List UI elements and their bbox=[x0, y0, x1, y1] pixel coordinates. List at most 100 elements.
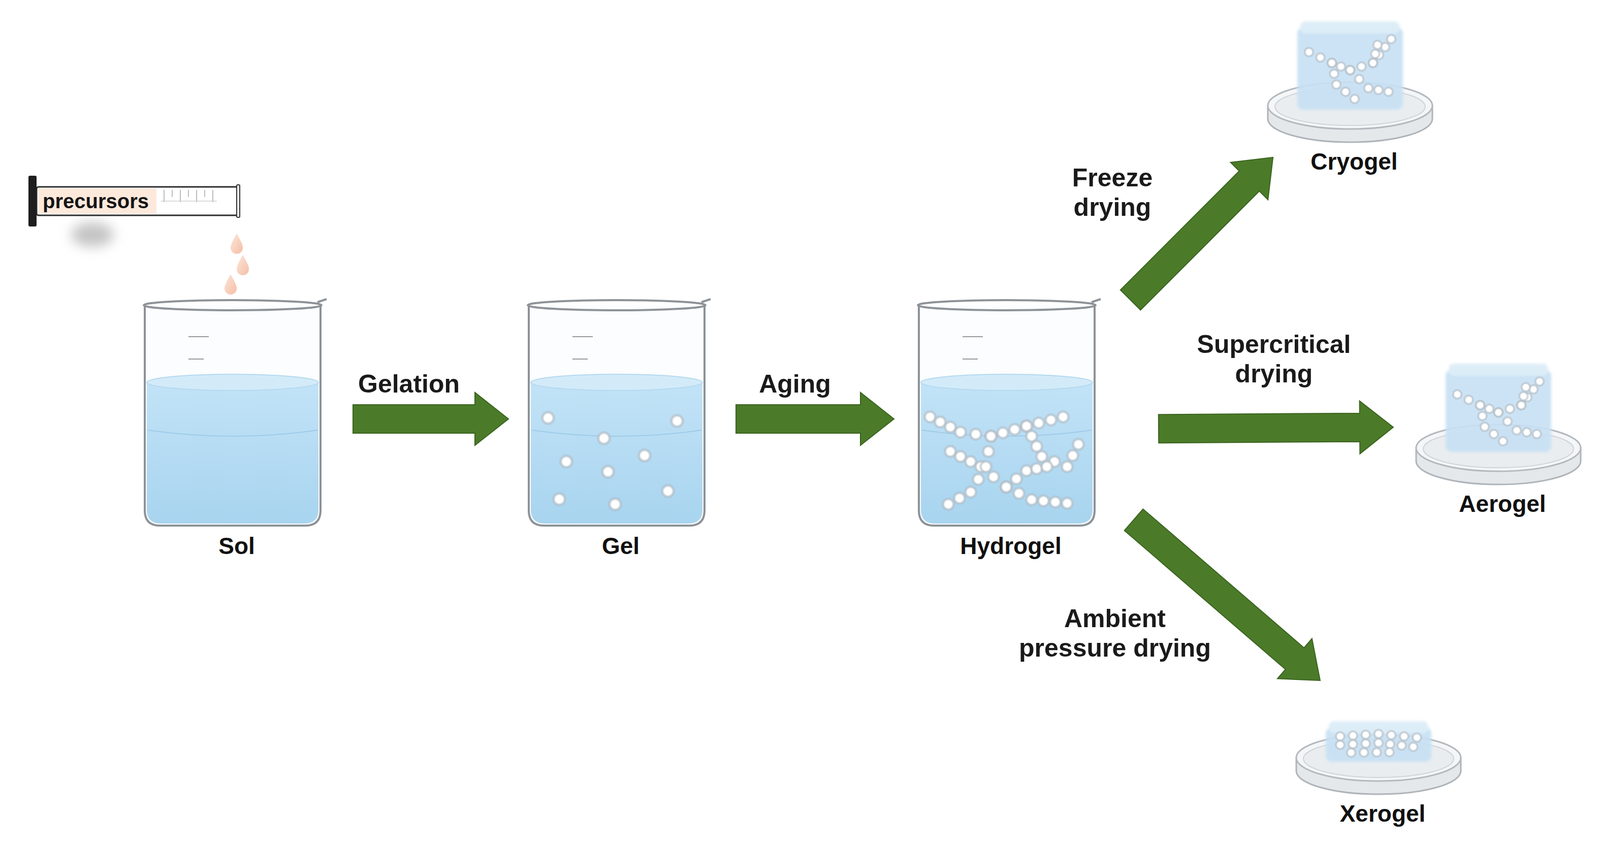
beaker-glass bbox=[144, 305, 321, 526]
graduation-mark bbox=[962, 358, 978, 360]
gel-particle bbox=[1474, 399, 1486, 411]
gel-particle bbox=[1520, 381, 1532, 393]
beaker-spout bbox=[317, 299, 327, 303]
step-label: Aging bbox=[718, 369, 872, 400]
falling-drops bbox=[224, 233, 249, 295]
liquid-surface bbox=[146, 374, 319, 391]
gel-particle bbox=[607, 496, 623, 512]
gel-particle bbox=[978, 459, 994, 474]
beaker-glass bbox=[918, 305, 1095, 526]
graduation-mark bbox=[163, 189, 165, 203]
gel-particle bbox=[1511, 425, 1523, 437]
gel-particles bbox=[540, 410, 685, 512]
vessel-label: Hydrogel bbox=[914, 532, 1107, 560]
gel-particle bbox=[1407, 741, 1419, 753]
gel-particle bbox=[1463, 394, 1475, 406]
gel-particle bbox=[983, 429, 999, 444]
graduation-mark bbox=[212, 189, 214, 203]
gel-body bbox=[1297, 27, 1403, 110]
beaker: Gel bbox=[524, 299, 717, 560]
liquid-surface bbox=[920, 374, 1093, 391]
liquid bbox=[146, 382, 319, 524]
gel-particle bbox=[1345, 747, 1357, 759]
gel-particle bbox=[1533, 375, 1546, 388]
gel-particle bbox=[1039, 459, 1054, 474]
gel-particle bbox=[551, 491, 567, 507]
gel-particle bbox=[1384, 746, 1396, 758]
gel-particle bbox=[1339, 86, 1352, 98]
liquid-surface bbox=[530, 374, 703, 391]
process-arrow bbox=[736, 392, 894, 446]
graduation-mark bbox=[196, 189, 198, 203]
node-art bbox=[1265, 18, 1435, 146]
gel-particle bbox=[1071, 437, 1086, 452]
liquid bbox=[920, 382, 1093, 524]
gel-particles bbox=[1334, 728, 1423, 759]
graduation-mark bbox=[962, 336, 983, 338]
gel-particle bbox=[1344, 64, 1356, 76]
gel-particle bbox=[953, 425, 968, 440]
gel-particle bbox=[1060, 496, 1075, 511]
graduated-cylinder: precursors bbox=[28, 175, 241, 227]
gel-particle bbox=[540, 410, 556, 426]
label-holder: Aging bbox=[718, 369, 872, 400]
graduation-mark bbox=[171, 189, 173, 198]
beaker-rim bbox=[917, 300, 1096, 311]
cylinder-label: precursors bbox=[42, 186, 149, 216]
process-arrow bbox=[353, 392, 509, 446]
gel-particle bbox=[1358, 747, 1370, 759]
gel-particle bbox=[1504, 403, 1516, 415]
gel-particle bbox=[1328, 68, 1340, 80]
gel-particle bbox=[1315, 51, 1327, 63]
gel-particle bbox=[1303, 46, 1315, 58]
graduation-mark bbox=[572, 336, 593, 338]
graduation-mark bbox=[188, 336, 209, 338]
gel-particle bbox=[596, 430, 612, 446]
label-holder: Ambient pressure drying bbox=[1013, 604, 1217, 663]
gel-particle bbox=[1492, 406, 1504, 419]
cylinder-base bbox=[28, 175, 37, 227]
gel-particles bbox=[1451, 375, 1546, 447]
gel-block bbox=[1445, 363, 1552, 453]
gel-particle bbox=[1011, 486, 1027, 501]
gel-top bbox=[1448, 363, 1549, 376]
gel-particle bbox=[1326, 57, 1338, 69]
step-label: Supercritical drying bbox=[1172, 330, 1376, 389]
gel-top bbox=[1300, 21, 1400, 34]
vessel-label: Gel bbox=[524, 532, 717, 560]
cylinder-shadow bbox=[71, 222, 114, 247]
beaker: Sol bbox=[140, 299, 333, 560]
gel-particle bbox=[1056, 409, 1071, 425]
gel-particle bbox=[983, 429, 999, 444]
gel-particle bbox=[1385, 33, 1397, 45]
gel-particles bbox=[922, 409, 1086, 512]
drop bbox=[230, 233, 243, 254]
gel-particle bbox=[1477, 410, 1489, 422]
node-art bbox=[140, 299, 325, 526]
beaker-spout bbox=[701, 299, 711, 303]
petri-dish: Aerogel bbox=[1414, 360, 1591, 518]
gel-particle bbox=[558, 454, 574, 470]
gel-particle bbox=[1344, 64, 1356, 76]
gel-particle bbox=[1474, 399, 1486, 411]
node-art bbox=[1414, 360, 1583, 488]
graduation-line bbox=[161, 200, 217, 202]
gel-particle bbox=[1349, 93, 1361, 105]
gel-particle bbox=[660, 483, 676, 499]
gel-particle bbox=[1334, 739, 1346, 751]
gel-particle bbox=[1356, 60, 1368, 73]
gel-particles bbox=[1303, 33, 1397, 105]
vessel-label: Xerogel bbox=[1294, 800, 1471, 828]
gel-particle bbox=[1031, 416, 1046, 431]
liquid-line bbox=[147, 430, 318, 437]
gel-particle bbox=[941, 497, 956, 512]
beaker-spout bbox=[1091, 299, 1101, 303]
gel-particle bbox=[1383, 86, 1395, 98]
gel-particle bbox=[1497, 435, 1509, 447]
liquid bbox=[530, 382, 703, 524]
gel-body bbox=[1445, 369, 1552, 453]
gel-particle bbox=[1521, 426, 1533, 438]
vessel-label: Aerogel bbox=[1414, 490, 1591, 518]
gel-particle bbox=[1326, 57, 1338, 69]
